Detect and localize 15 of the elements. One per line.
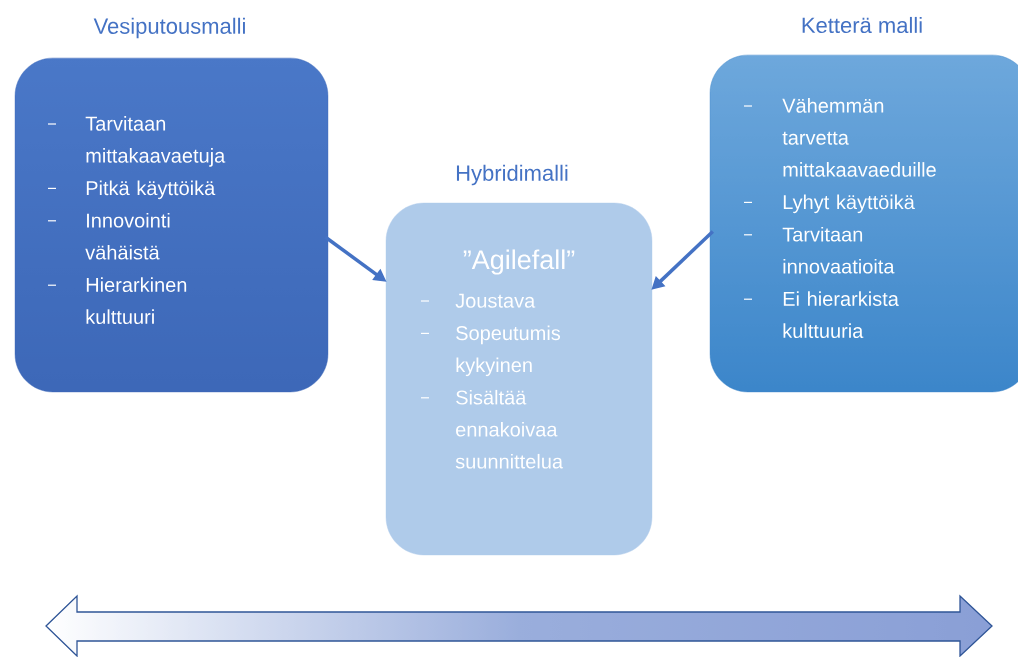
heading: Ketterä malli [802, 16, 922, 34]
bullet-item: Tarvitaan innovaatioita [743, 226, 895, 274]
bullet-item: Lyhyt käyttöikä [743, 194, 915, 214]
bullet-item: Innovointi vähäistä [47, 212, 170, 260]
bullet-item: Sisältää ennakoivaa suunnittelua [420, 389, 564, 469]
bullet-item: Joustava [420, 293, 536, 308]
heading: Hybridimalli [456, 164, 568, 186]
heading: Vesiputousmalli [93, 17, 245, 39]
bullet-item: Vähemmän tarvetta mittakaavaeduille [743, 98, 936, 177]
box-title: ”Agilefall” [463, 249, 575, 275]
bullet-item: Ei hierarkista kulttuuria [743, 291, 899, 338]
bullet-item: Sopeutumis kykyinen [420, 325, 561, 377]
bullet-item: Pitkä käyttöikä [47, 180, 216, 200]
bullet-item: Hierarkinen kulttuuri [47, 277, 187, 324]
bullet-item: Tarvitaan mittakaavaetuja [47, 116, 226, 167]
